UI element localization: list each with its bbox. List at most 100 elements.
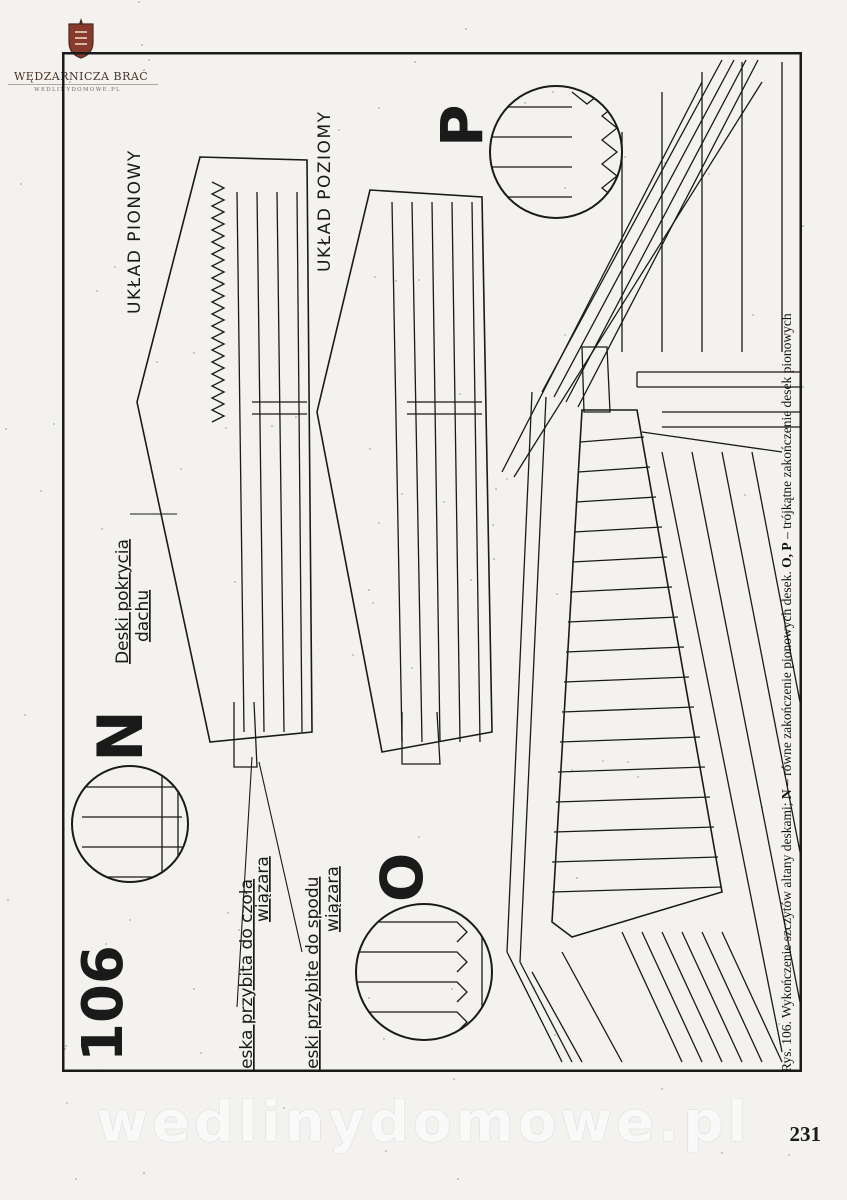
paper-speck — [368, 589, 370, 591]
paper-speck — [238, 929, 240, 931]
logo-subtitle: WEDLINYDOMOWE.PL — [34, 87, 121, 93]
paper-speck — [20, 183, 22, 185]
paper-speck — [138, 1, 140, 3]
paper-speck — [721, 1152, 723, 1154]
paper-speck — [283, 1107, 285, 1109]
page-number: 231 — [789, 1122, 822, 1146]
lower-rafter — [506, 391, 573, 1063]
paper-speck — [664, 162, 666, 164]
label-horizontal-layout: UKŁAD POZIOMY — [315, 111, 335, 273]
paper-speck — [708, 173, 710, 175]
paper-speck — [224, 1138, 226, 1140]
paper-speck — [156, 361, 158, 363]
paper-speck — [65, 1045, 67, 1047]
paper-speck — [374, 276, 376, 278]
paper-speck — [495, 488, 497, 490]
figure-frame — [62, 52, 802, 1072]
paper-speck — [7, 899, 9, 901]
paper-speck — [66, 1102, 68, 1104]
site-logo: WĘDZARNICZA BRAĆ WEDLINYDOMOWE.PL — [8, 10, 158, 100]
label-front-board-line1: Deska przybita do czoła — [237, 879, 257, 1072]
paper-speck — [395, 280, 397, 282]
detail-circle-n — [71, 765, 189, 883]
leader-lines — [130, 513, 303, 1008]
top-beam — [636, 371, 802, 388]
paper-speck — [554, 1034, 556, 1036]
paper-speck — [225, 427, 227, 429]
paper-speck — [75, 1178, 77, 1180]
paper-speck — [802, 225, 804, 227]
figure-caption: Rys. 106. Wykończenie szczytów altany de… — [778, 72, 795, 1072]
caption-n-letter: N — [779, 789, 794, 800]
paper-speck — [465, 28, 467, 30]
paper-speck — [141, 44, 143, 46]
paper-speck — [627, 761, 629, 763]
paper-speck — [200, 1052, 202, 1054]
paper-speck — [470, 579, 472, 581]
paper-speck — [368, 997, 370, 999]
wall-diagonal-boards — [531, 931, 783, 1063]
paper-speck — [383, 1038, 385, 1040]
paper-speck — [788, 1154, 790, 1156]
crest-icon — [68, 18, 94, 59]
paper-speck — [24, 714, 26, 716]
paper-speck — [418, 836, 420, 838]
paper-speck — [571, 769, 573, 771]
paper-speck — [418, 279, 420, 281]
post — [581, 346, 611, 413]
caption-op-text: – trójkątne zakończenie desek pionowych — [779, 313, 794, 539]
paper-speck — [493, 558, 495, 560]
label-roof-boards-line1: Deski pokrycia — [113, 539, 133, 664]
paper-speck — [752, 314, 754, 316]
paper-speck — [96, 290, 98, 292]
paper-speck — [193, 352, 195, 354]
paper-speck — [576, 877, 578, 879]
variant-label-o: O — [368, 853, 436, 902]
paper-speck — [129, 919, 131, 921]
paper-speck — [53, 423, 55, 425]
paper-speck — [271, 425, 273, 427]
paper-speck — [101, 528, 103, 530]
paper-speck — [379, 879, 381, 881]
detail-circle-o — [355, 903, 493, 1041]
caption-prefix: Rys. 106. Wykończenie szczytów altany de… — [779, 802, 794, 1072]
paper-speck — [661, 1088, 663, 1090]
paper-speck — [378, 107, 380, 109]
paper-speck — [295, 416, 297, 418]
paper-speck — [414, 61, 416, 63]
horizontal-layout-sketch — [316, 189, 493, 765]
paper-speck — [64, 1048, 66, 1050]
paper-speck — [234, 581, 236, 583]
figure-number: 106 — [71, 945, 136, 1062]
vertical-sketch-serrated-edge — [210, 181, 226, 423]
paper-speck — [744, 494, 746, 496]
logo-divider — [8, 84, 158, 85]
caption-op-letters: O, P — [779, 542, 794, 568]
paper-speck — [492, 524, 494, 526]
paper-speck — [378, 522, 380, 524]
paper-speck — [506, 478, 508, 480]
label-front-board-line2: wiązara — [253, 856, 273, 922]
caption-n-text: – równe zakończenie pionowych desek. — [779, 571, 794, 787]
paper-speck — [457, 1178, 459, 1180]
paper-speck — [602, 760, 604, 762]
paper-speck — [411, 667, 413, 669]
label-roof-boards-line2: dachu — [133, 590, 153, 642]
gable-detail-drawing — [501, 59, 802, 1063]
gable-boards — [551, 409, 723, 938]
paper-speck — [114, 266, 116, 268]
paper-speck — [5, 428, 7, 430]
paper-speck — [369, 448, 371, 450]
paper-speck — [564, 334, 566, 336]
paper-speck — [453, 1078, 455, 1080]
paper-speck — [556, 593, 558, 595]
detail-circle-p — [489, 85, 623, 219]
paper-speck — [637, 776, 639, 778]
paper-speck — [105, 943, 107, 945]
paper-speck — [524, 102, 526, 104]
variant-label-n: N — [84, 710, 157, 762]
label-vertical-layout: UKŁAD PIONOWY — [125, 149, 145, 314]
paper-speck — [778, 1023, 780, 1025]
paper-speck — [221, 281, 223, 283]
wall-vertical-boards — [621, 62, 802, 1053]
